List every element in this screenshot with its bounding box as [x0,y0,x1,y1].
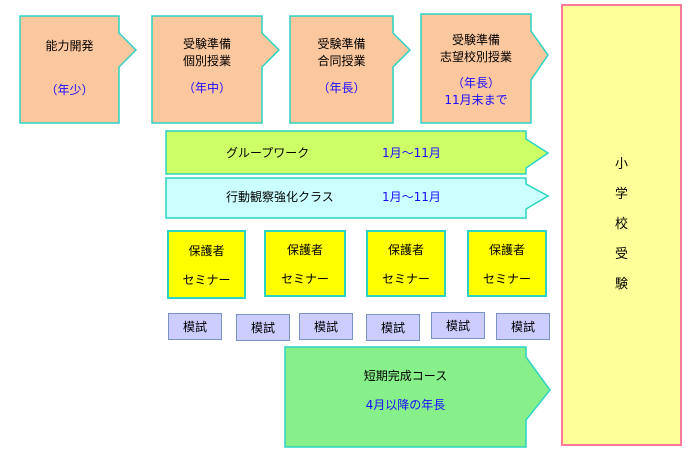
mock-test-2: 模試 [236,314,290,341]
parent-seminar-1: 保護者 セミナー [167,230,246,299]
band-group-work-label: グループワーク [226,146,310,160]
stage-4-title: 受験準備 志望校別授業 [439,33,512,64]
seminar-line1: 保護者 [188,243,225,258]
stage-arrow-4 [420,13,549,124]
band-behavior-period: 1月～11月 [382,190,441,204]
stage-arrow-3 [289,15,412,124]
mock-test-4: 模試 [366,314,420,341]
short-course-arrow [284,346,551,448]
band-behavior-label: 行動観察強化クラス [226,190,334,204]
elementary-exam-box: 小学校受験 [561,4,682,446]
seminar-line1: 保護者 [286,242,323,257]
band-arrow-behavior [165,177,550,219]
stage-3-sub: （年長） [317,81,366,95]
band-arrow-group-work [165,130,550,175]
mock-test-3: 模試 [299,313,353,340]
seminar-line2: セミナー [381,271,430,286]
seminar-line1: 保護者 [488,242,525,257]
seminar-line2: セミナー [280,271,329,286]
stage-4-sub: （年長） 11月末まで [444,76,508,107]
band-group-work-period: 1月～11月 [382,146,441,160]
stage-3-title: 受験準備 合同授業 [317,37,366,68]
parent-seminar-3: 保護者 セミナー [366,230,446,297]
seminar-line2: セミナー [182,272,231,287]
short-course-title: 短期完成コース [363,369,448,383]
stage-2-sub: （年中） [182,81,231,95]
mock-test-1: 模試 [168,313,222,340]
stage-arrow-1 [19,15,138,124]
stage-1-title: 能力開発 [45,39,94,53]
mock-test-6: 模試 [496,313,550,340]
seminar-line1: 保護者 [387,242,424,257]
stage-1-sub: （年少） [45,83,94,97]
stage-2-title: 受験準備 個別授業 [182,37,231,68]
exam-label: 小学校受験 [614,157,628,292]
parent-seminar-2: 保護者 セミナー [264,230,346,297]
seminar-line2: セミナー [482,271,531,286]
parent-seminar-4: 保護者 セミナー [467,230,547,297]
mock-test-5: 模試 [431,312,485,339]
short-course-sub: 4月以降の年長 [365,398,446,412]
stage-arrow-2 [151,15,281,124]
